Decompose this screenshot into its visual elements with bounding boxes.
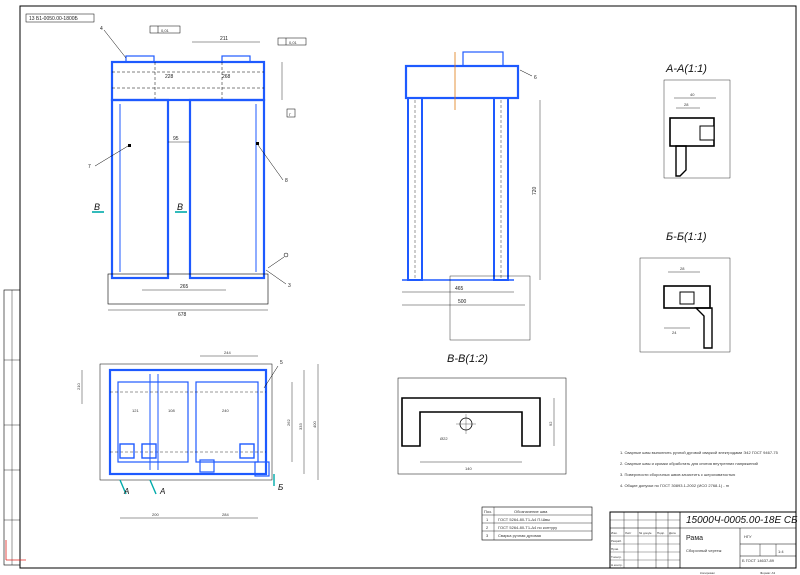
part-name: Рама (686, 535, 703, 542)
dim-plan-top: 244 (224, 350, 231, 355)
dim-plan-left: 210 (76, 383, 81, 390)
scale: 1:4 (778, 549, 784, 554)
dim-aa-w: 40 (690, 92, 695, 97)
drawing-code-box (25, 13, 95, 23)
dim-plan-b: 108 (168, 408, 175, 413)
tb-head-list: Лист (625, 531, 632, 535)
leader-3: 3 (288, 283, 291, 289)
dim-plan-inner: 333 (298, 423, 303, 430)
spec-header-pos: Поз. (484, 509, 492, 514)
dim-bb-w: 28 (680, 266, 685, 271)
leader-7: 7 (88, 164, 91, 170)
format-label: Формат А3 (760, 571, 775, 575)
dim-plan-mid: 262 (286, 419, 291, 426)
leader-5: 5 (280, 360, 283, 366)
tb-head-sign: Подп. (657, 531, 665, 535)
dim-side-top: 465 (455, 286, 464, 292)
dim-plan-height: 400 (312, 421, 317, 428)
dim-side-height: 720 (532, 186, 538, 195)
dim-vv-hole: Ø22 (440, 436, 448, 441)
side-view: 465 500 720 6 (402, 51, 541, 341)
dim-rail-left: 228 (165, 74, 174, 80)
drawing-code: 13 Б1-0050.00-1800Б (29, 16, 79, 22)
note-2: 2. Сварные швы и кромки обработать для с… (620, 461, 758, 466)
tol-frame-2: 0,01 (289, 40, 298, 45)
tb-head-date: Дата (669, 531, 676, 535)
dim-rail-right: 268 (222, 74, 231, 80)
spec-row-2-pos: 2 (486, 525, 489, 530)
mark-v-right: В (177, 202, 183, 212)
tb-role-check: Пров. (611, 547, 619, 551)
dim-front-base: 265 (180, 284, 189, 290)
dim-top-width: 211 (220, 36, 228, 42)
dim-bb-h: 24 (672, 330, 677, 335)
section-aa-title: А-А(1:1) (665, 63, 707, 75)
section-vv: В-В(1:2) 140 92 Ø22 (397, 353, 567, 475)
dim-plan-bottom-a: 200 (152, 512, 159, 517)
mark-b-bottom: Б (278, 483, 283, 492)
dim-front-overall: 678 (178, 312, 187, 318)
spec-row-1-pos: 1 (486, 517, 489, 522)
note-4: 4. Общие допуски по ГОСТ 30893.1-2002 (И… (620, 483, 730, 488)
tb-role-ncontr: Н.контр. (611, 563, 623, 567)
spec-row-3-name: Сварка ручная дуговая (498, 533, 541, 538)
dim-vv-height: 92 (548, 421, 553, 426)
spec-row-3-pos: 3 (486, 533, 489, 538)
spec-row-1-name: ГОСТ 5264-80-Т1-Δ4 П.Швы (498, 517, 550, 522)
drawing-type: Сборочный чертеж (686, 548, 722, 553)
mark-v-left: В (94, 202, 100, 212)
spec-header-name: Обозначение шва (514, 509, 548, 514)
mark-a-right: А (159, 487, 165, 496)
dim-side-base: 500 (458, 299, 467, 305)
tb-role-tcontr: Т.контр. (611, 555, 622, 559)
note-3: 3. Поверхности сборочных швов зачистить … (620, 472, 735, 477)
dim-plan-a: 121 (132, 408, 139, 413)
svg-text:Г: Г (289, 112, 292, 117)
mark-a-left: А (123, 487, 129, 496)
outer-frame (19, 5, 797, 569)
title-block: Изм. Лист № докум. Подп. Дата Разраб. Пр… (609, 511, 798, 575)
weld-spec-table: Поз. Обозначение шва 1 ГОСТ 5264-80-Т1-Δ… (481, 506, 593, 541)
dim-plan-c: 240 (222, 408, 229, 413)
note-1: 1. Сварные швы выполнить ручной дуговой … (620, 450, 779, 455)
material-note: Б ГОСТ 14637-89 (742, 558, 775, 563)
technical-notes: 1. Сварные швы выполнить ручной дуговой … (620, 450, 779, 488)
section-aa: А-А(1:1) 40 28 (663, 63, 731, 179)
dim-vv-width: 140 (465, 466, 472, 471)
org-name: НГУ (744, 534, 752, 539)
leader-8: 8 (285, 178, 288, 184)
section-bb: Б-Б(1:1) 28 24 (639, 231, 731, 353)
spec-row-2-name: ГОСТ 5264-80-Т1-Δ4 по контуру (498, 525, 557, 530)
leader-4: 4 (100, 26, 103, 32)
leader-6: 6 (534, 75, 537, 81)
copy-label: Копировал (700, 571, 715, 575)
tb-head-izm: Изм. (611, 531, 618, 535)
tol-frame-1: 0,01 (161, 28, 170, 33)
section-vv-title: В-В(1:2) (447, 353, 488, 365)
tb-head-doc: № докум. (639, 531, 652, 535)
dim-aa-h: 28 (684, 102, 689, 107)
section-bb-title: Б-Б(1:1) (666, 231, 707, 243)
front-view: В В 7 8 3 4 211 678 265 95 228 268 0,01 … (88, 25, 307, 318)
dim-plan-bottom-b: 284 (222, 512, 229, 517)
doc-number: 15000Ч-0005.00-18Е СБ (686, 515, 798, 526)
plan-view: А А Б 244 210 262 333 400 121 108 240 20… (76, 350, 319, 519)
tb-role-dev: Разраб. (611, 539, 622, 543)
dim-leg-gap: 95 (173, 136, 179, 142)
